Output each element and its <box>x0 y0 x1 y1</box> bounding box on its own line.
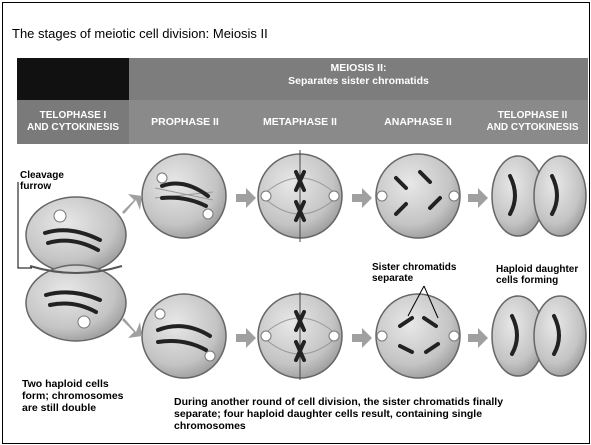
label-two-haploid-line2: form; chromosomes <box>22 390 124 402</box>
label-two-haploid: Two haploid cells form; chromosomes are … <box>22 378 124 414</box>
label-haploid-forming-line1: Haploid daughter <box>496 264 578 275</box>
telophase-2-cell-top <box>492 156 586 236</box>
label-sister-chromatids: Sister chromatids separate <box>372 262 456 284</box>
label-sister-chromatids-line1: Sister chromatids <box>372 262 456 273</box>
label-haploid-forming-line2: cells forming <box>496 275 578 286</box>
telophase-1-cell <box>26 197 126 341</box>
label-during-another: During another round of cell division, t… <box>174 396 503 432</box>
label-two-haploid-line1: Two haploid cells <box>22 378 124 390</box>
label-two-haploid-line3: are still double <box>22 402 124 414</box>
metaphase-2-cell-bottom <box>258 292 342 380</box>
label-during-another-line1: During another round of cell division, t… <box>174 396 503 408</box>
label-cleavage-furrow-line1: Cleavage <box>20 170 64 181</box>
label-haploid-forming: Haploid daughter cells forming <box>496 264 578 286</box>
anaphase-2-cell-top <box>376 154 460 238</box>
arrow-right-icon <box>122 194 142 338</box>
label-sister-chromatids-line2: separate <box>372 273 456 284</box>
label-cleavage-furrow: Cleavage furrow <box>20 170 64 192</box>
prophase-2-cell-bottom <box>142 294 226 378</box>
label-during-another-line2: separate; four haploid daughter cells re… <box>174 408 503 420</box>
metaphase-2-cell-top <box>258 150 342 242</box>
telophase-2-cell-bottom <box>492 296 586 376</box>
prophase-2-cell-top <box>142 154 226 238</box>
label-during-another-line3: chromosomes <box>174 420 503 432</box>
anaphase-2-cell-bottom <box>376 294 460 378</box>
label-cleavage-furrow-line2: furrow <box>20 181 64 192</box>
